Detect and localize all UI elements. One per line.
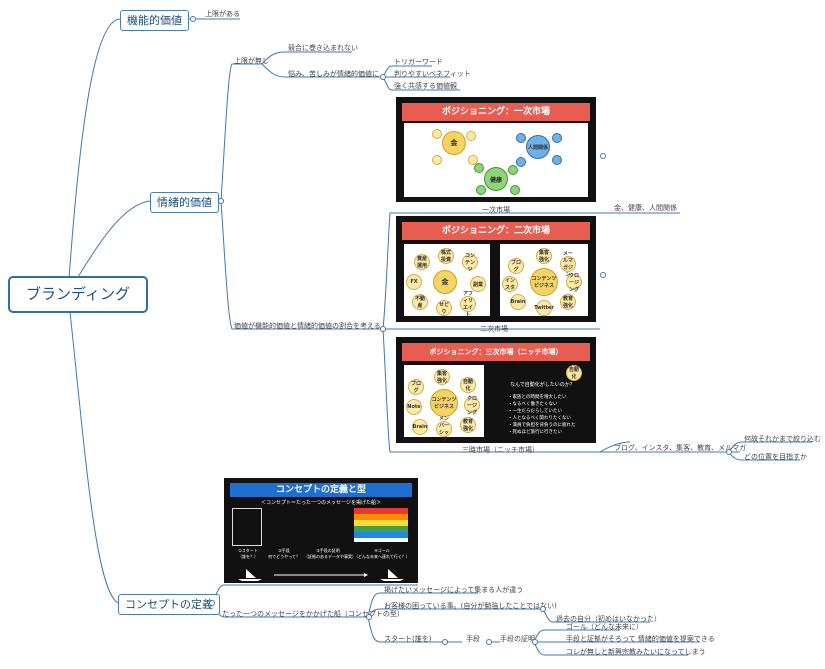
start-node[interactable]: スタート(誰を) xyxy=(384,635,432,643)
slide-banner: ポジショニング：二次市場 xyxy=(402,222,590,240)
collapse-toggle-icon[interactable] xyxy=(366,614,372,620)
pain-emotional-node[interactable]: 悩み、苦しみが情緒的価値に xyxy=(288,70,379,78)
slide-panel-left: コンテンツビジネス ブログ 集客強化 自動化 クロージング 教育強化 Note … xyxy=(404,365,484,443)
slide-panel: 金 人間関係 健康 xyxy=(404,123,588,197)
thinking-node[interactable]: 価値が機能的価値と情緒的価値の割合を考える xyxy=(234,322,381,330)
slide-bullets: ・家族との時間を増大したい ・なるべく働きたくない ・一生だらだらしていたい ・… xyxy=(508,395,576,435)
functional-note[interactable]: 上限がある xyxy=(205,10,240,18)
link-root-functional xyxy=(67,18,121,294)
link-m3-items xyxy=(599,441,631,453)
slide-primary-market[interactable]: ポジショニング：一次市場 金 人間関係 健康 xyxy=(396,97,596,202)
slide-panel-left: 金 資産運用 株式投資 コンテンツ FX 不動産 副業 アフィリエイト せどり xyxy=(404,244,490,318)
trigger-word-node[interactable]: トリガーワード xyxy=(394,58,443,66)
link-limit-pain xyxy=(261,63,383,78)
collapse-toggle-icon[interactable] xyxy=(726,449,732,455)
collapse-toggle-icon[interactable] xyxy=(532,639,538,645)
caption-secondary: 二次市場 xyxy=(480,325,508,333)
method-node[interactable]: 手段 xyxy=(466,635,480,643)
method-proof-text-node[interactable]: 手段と証拠がそろって 情緒的価値を提案できる xyxy=(566,635,715,643)
customer-problem-node[interactable]: お客様の困っている事。(自分が勉強したことではない) xyxy=(384,602,557,610)
slide-niche-market[interactable]: ポジショニング：三次市場（ニッチ市場） コンテンツビジネス ブログ 集客強化 自… xyxy=(396,337,596,443)
collapse-toggle-icon[interactable] xyxy=(442,639,448,645)
link-root-concept xyxy=(67,292,119,604)
link-emotional-thinking xyxy=(220,200,380,330)
slide-concept[interactable]: コンセプトの定義と型 ＜コンセプト＝たった一つのメッセージを掲げた船＞ ①スター… xyxy=(224,478,418,583)
collapse-toggle-icon[interactable] xyxy=(486,639,492,645)
collapse-toggle-icon[interactable] xyxy=(218,198,224,204)
easy-benefit-node[interactable]: 判りやすいベネフィット xyxy=(394,70,471,78)
link-emotional-limit xyxy=(220,63,262,202)
caption-niche: 三時市場（ニッチ市場） xyxy=(462,446,539,454)
gather-node[interactable]: 掲げたいメッセージによって集まる人が違う xyxy=(384,586,524,594)
position-node[interactable]: どの位置を目指すか xyxy=(744,453,807,461)
concept-slide-sub: ＜コンセプト＝たった一つのメッセージを掲げた船＞ xyxy=(261,500,381,506)
emotional-value-node[interactable]: 情緒的価値 xyxy=(150,192,219,213)
collapse-toggle-icon[interactable] xyxy=(209,600,215,606)
slide-banner: ポジショニング：一次市場 xyxy=(402,103,590,121)
no-proof-node[interactable]: コレが無しと新興宗教みたいになってしまう xyxy=(566,648,706,656)
market3-items-node[interactable]: ブログ、インスタ、集客、教育、メルマガ xyxy=(614,444,747,452)
slide-question: なんで自動化がしたいのか？ xyxy=(510,382,575,388)
no-competition-node[interactable]: 競合に巻き込まれない xyxy=(288,44,358,52)
bubble-money: 金 xyxy=(442,131,466,155)
link-start xyxy=(367,616,440,643)
one-message-node[interactable]: たった一つのメッセージをかかげた船（コンセプトの型） xyxy=(222,610,404,618)
collapse-toggle-icon[interactable] xyxy=(190,16,196,22)
bubble-health: 健康 xyxy=(484,167,508,191)
collapse-toggle-icon[interactable] xyxy=(600,272,606,278)
slide-panel-right: コンテンツビジネス ブログ 集客強化 メールマガジン クロージング 教育強化 T… xyxy=(500,244,588,316)
concept-slide-title: コンセプトの定義と型 xyxy=(230,483,412,497)
caption-primary: 一次市場 xyxy=(482,206,510,214)
root-node[interactable]: ブランディング xyxy=(8,276,148,313)
market1-items-node[interactable]: 金、健康、人間関係 xyxy=(614,204,677,212)
goal-node[interactable]: ゴール（どんな未来に） xyxy=(566,623,643,631)
past-self-node[interactable]: 過去の自分（初めはいなかった） xyxy=(556,615,661,623)
link-thinking-m1 xyxy=(382,212,600,330)
collapse-toggle-icon[interactable] xyxy=(380,74,386,80)
link-limit-comp xyxy=(261,51,352,65)
narrow-down-node[interactable]: 何故それかまで絞り込む xyxy=(744,435,821,443)
slide-banner: ポジショニング：三次市場（ニッチ市場） xyxy=(402,343,590,361)
method-proof-node[interactable]: 手段の証明 xyxy=(500,635,535,643)
collapse-toggle-icon[interactable] xyxy=(380,326,386,332)
link-thinking-m3 xyxy=(382,328,740,453)
strong-value-node[interactable]: 強く共感する価値観 xyxy=(394,82,457,90)
ship-icon xyxy=(234,566,408,581)
automation-tag: 自動化 xyxy=(566,365,582,381)
no-limit-node[interactable]: 上限が無し xyxy=(234,57,269,65)
slide-secondary-market[interactable]: ポジショニング：二次市場 金 資産運用 株式投資 コンテンツ FX 不動産 副業… xyxy=(396,216,596,322)
concept-node[interactable]: コンセプトの定義 xyxy=(118,594,220,615)
collapse-toggle-icon[interactable] xyxy=(600,153,606,159)
link-gather xyxy=(367,592,478,618)
bubble-relationship: 人間関係 xyxy=(526,135,550,159)
collapse-toggle-icon[interactable] xyxy=(540,606,546,612)
functional-value-node[interactable]: 機能的価値 xyxy=(120,10,189,31)
